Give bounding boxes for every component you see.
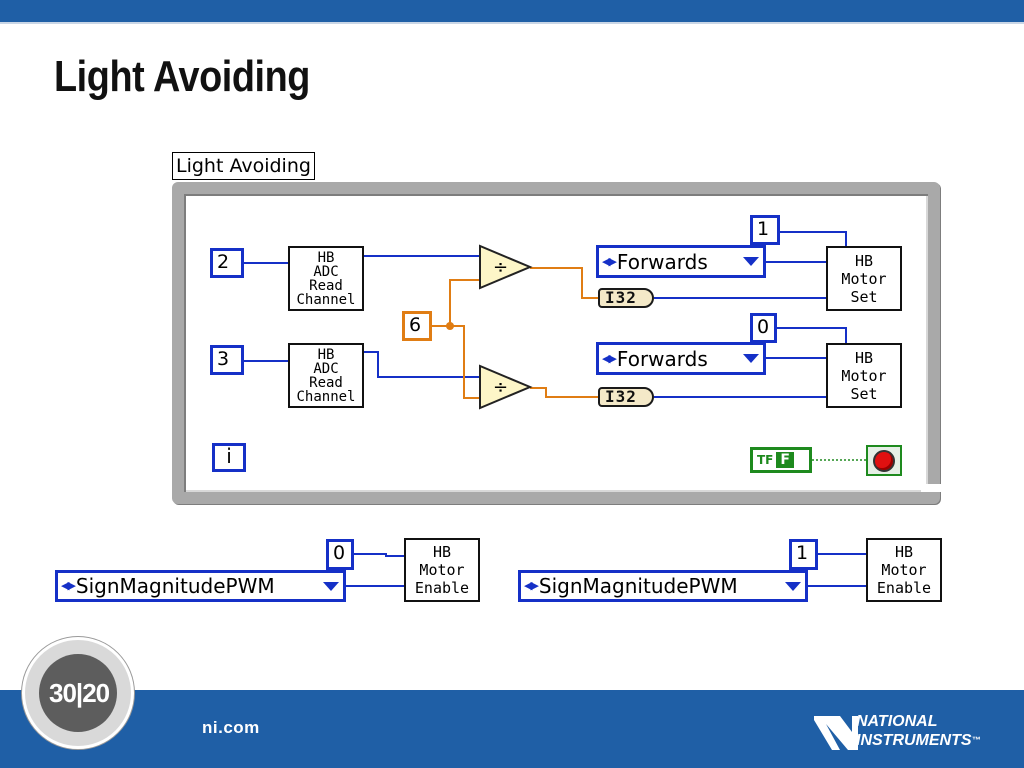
subvi-motor-set-top[interactable]: HB Motor Set xyxy=(826,246,902,311)
ring-value: Forwards xyxy=(616,249,708,274)
svg-text:÷: ÷ xyxy=(493,257,508,278)
divide-node-bottom: ÷ xyxy=(479,364,533,410)
subvi-label-line: HB xyxy=(317,249,335,266)
subvi-label-line: HB xyxy=(854,251,874,270)
dropdown-arrow-icon[interactable] xyxy=(743,257,759,266)
ring-increment-icon[interactable]: ◀▶ xyxy=(602,351,617,365)
wire-divisor-down xyxy=(450,325,480,399)
slide-top-bar xyxy=(0,0,1024,22)
ni-trademark: ™ xyxy=(971,735,981,745)
subvi-motor-enable-right[interactable]: HB Motor Enable xyxy=(866,538,942,602)
subvi-motor-enable-left[interactable]: HB Motor Enable xyxy=(404,538,480,602)
subvi-label-line: ADC xyxy=(313,360,339,377)
slide-top-bar-divider xyxy=(0,22,1024,24)
wire-junction xyxy=(446,322,454,330)
badge-center xyxy=(39,654,117,732)
loop-label[interactable]: Light Avoiding xyxy=(172,152,315,180)
wire-motor-top xyxy=(780,231,847,247)
boolean-constant[interactable]: TF F xyxy=(750,447,812,473)
subvi-label-line: Set xyxy=(850,384,878,403)
constant-motor-top[interactable]: 1 xyxy=(750,215,780,245)
loop-stop-terminal[interactable] xyxy=(866,445,902,476)
ring-pwm-left[interactable]: ◀▶ SignMagnitudePWM xyxy=(55,570,346,602)
ring-direction-top[interactable]: ◀▶ Forwards xyxy=(596,245,766,278)
boolean-type-label: TF xyxy=(757,453,774,467)
subvi-label-line: Enable xyxy=(876,579,932,597)
convert-i32-top[interactable]: I32 xyxy=(598,288,654,308)
subvi-label-line: Motor xyxy=(881,561,927,579)
ring-increment-icon[interactable]: ◀▶ xyxy=(602,254,617,268)
wire-motor-bottom xyxy=(777,327,847,344)
badge-text: 30|20 xyxy=(49,678,110,708)
dropdown-arrow-icon[interactable] xyxy=(785,581,801,591)
wire-adc-b-out xyxy=(364,351,480,378)
subvi-label-line: Read xyxy=(309,374,343,391)
ni-logo-line-2: INSTRUMENTS™ xyxy=(856,731,981,750)
ni-logo-text: NATIONAL INSTRUMENTS™ xyxy=(856,712,981,750)
while-loop-frame-notch xyxy=(921,484,943,492)
svg-text:÷: ÷ xyxy=(493,377,508,398)
ring-pwm-right[interactable]: ◀▶ SignMagnitudePWM xyxy=(518,570,808,602)
subvi-label-line: Channel xyxy=(296,291,356,308)
wire-divide-top-out xyxy=(530,267,598,299)
boolean-value: F xyxy=(776,452,794,468)
subvi-label-line: Motor xyxy=(841,366,887,385)
subvi-motor-set-bottom[interactable]: HB Motor Set xyxy=(826,343,902,408)
constant-enable-left[interactable]: 0 xyxy=(326,539,354,570)
subvi-label-line: Read xyxy=(309,277,343,294)
wire-divide-bottom-out xyxy=(530,387,598,398)
constant-divisor[interactable]: 6 xyxy=(402,311,432,341)
subvi-adc-read-b[interactable]: HB ADC Read Channel xyxy=(288,343,364,408)
ni-logo-icon xyxy=(814,716,858,750)
subvi-adc-read-a[interactable]: HB ADC Read Channel xyxy=(288,246,364,311)
ring-value: SignMagnitudePWM xyxy=(538,574,738,598)
ring-value: SignMagnitudePWM xyxy=(75,574,275,598)
subvi-label-line: Motor xyxy=(419,561,465,579)
ring-increment-icon[interactable]: ◀▶ xyxy=(524,579,539,592)
ring-direction-bottom[interactable]: ◀▶ Forwards xyxy=(596,342,766,375)
iteration-terminal[interactable]: i xyxy=(212,443,246,472)
subvi-label-line: Channel xyxy=(296,388,356,405)
convert-i32-bottom[interactable]: I32 xyxy=(598,387,654,407)
constant-channel-a[interactable]: 2 xyxy=(210,248,244,278)
dropdown-arrow-icon[interactable] xyxy=(323,581,339,591)
slide-title: Light Avoiding xyxy=(54,52,310,101)
subvi-label-line: Enable xyxy=(414,579,470,597)
anniversary-badge-icon: 30|20 xyxy=(22,637,134,749)
constant-enable-right[interactable]: 1 xyxy=(789,539,818,570)
stop-icon xyxy=(873,449,895,472)
wire-enable-left-num xyxy=(354,553,404,557)
subvi-label-line: HB xyxy=(432,543,452,561)
subvi-label-line: HB xyxy=(854,348,874,367)
wire-divisor-up xyxy=(449,279,480,326)
subvi-label-line: HB xyxy=(317,346,335,363)
constant-motor-bottom[interactable]: 0 xyxy=(750,313,777,343)
ring-value: Forwards xyxy=(616,346,708,371)
divide-node-top: ÷ xyxy=(479,244,533,290)
footer-url[interactable]: ni.com xyxy=(202,718,260,737)
dropdown-arrow-icon[interactable] xyxy=(743,354,759,363)
while-loop-frame[interactable] xyxy=(172,182,940,504)
constant-channel-b[interactable]: 3 xyxy=(210,345,244,375)
subvi-label-line: HB xyxy=(894,543,914,561)
ring-increment-icon[interactable]: ◀▶ xyxy=(61,579,76,592)
ni-logo-line-2-text: INSTRUMENTS xyxy=(856,732,972,749)
subvi-label-line: Motor xyxy=(841,269,887,288)
subvi-label-line: ADC xyxy=(313,263,339,280)
ni-logo-line-1: NATIONAL xyxy=(856,713,938,730)
subvi-label-line: Set xyxy=(850,287,878,306)
